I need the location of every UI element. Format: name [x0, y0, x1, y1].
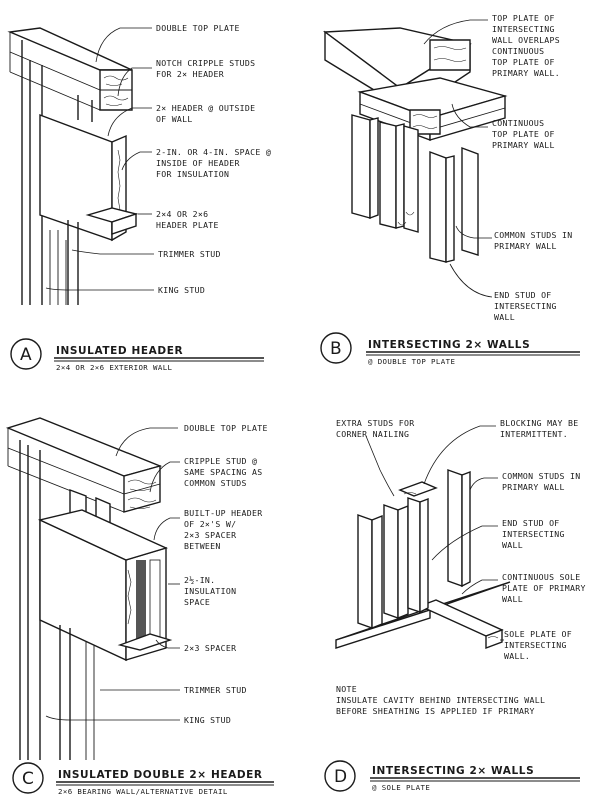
svg-text:INTERSECTING: INTERSECTING — [494, 301, 557, 311]
panel-b-leaders — [423, 19, 493, 298]
svg-text:WALL: WALL — [502, 540, 523, 550]
panel-b-badge — [320, 332, 352, 364]
panel-d-labels: EXTRA STUDS FOR CORNER NAILING BLOCKING … — [336, 418, 586, 661]
panel-d-caption: D INTERSECTING 2× WALLS @ SOLE PLATE — [324, 760, 580, 792]
svg-text:WALL: WALL — [494, 312, 515, 322]
svg-text:SAME SPACING AS: SAME SPACING AS — [184, 467, 262, 477]
svg-text:COMMON STUDS: COMMON STUDS — [184, 478, 247, 488]
svg-text:BETWEEN: BETWEEN — [184, 541, 221, 551]
svg-text:PRIMARY WALL.: PRIMARY WALL. — [492, 68, 560, 78]
label-a-0: DOUBLE TOP PLATE — [156, 23, 240, 33]
label-d-2: COMMON STUDS IN — [502, 471, 580, 481]
panel-b-letter: B — [330, 339, 342, 359]
label-a-5: TRIMMER STUD — [158, 249, 221, 259]
label-d-4: CONTINUOUS SOLE — [502, 572, 580, 582]
panel-d-title: INTERSECTING 2× WALLS — [372, 765, 534, 777]
label-b-3: END STUD OF — [494, 290, 552, 300]
panel-a-caption: A INSULATED HEADER 2×4 OR 2×6 EXTERIOR W… — [10, 338, 264, 372]
label-a-6: KING STUD — [158, 285, 205, 295]
label-a-1: NOTCH CRIPPLE STUDS — [156, 58, 255, 68]
label-c-6: KING STUD — [184, 715, 231, 725]
label-c-3: 2½-IN. — [184, 575, 215, 585]
svg-text:TOP PLATE OF: TOP PLATE OF — [492, 57, 555, 67]
label-b-0: TOP PLATE OF — [492, 13, 555, 23]
svg-text:FOR 2× HEADER: FOR 2× HEADER — [156, 69, 224, 79]
label-d-5: SOLE PLATE OF — [504, 629, 572, 639]
svg-text:HEADER PLATE: HEADER PLATE — [156, 220, 219, 230]
svg-text:CORNER NAILING: CORNER NAILING — [336, 429, 409, 439]
label-c-1: CRIPPLE STUD @ — [184, 456, 257, 466]
panel-b-title: INTERSECTING 2× WALLS — [368, 339, 530, 351]
svg-text:INTERMITTENT.: INTERMITTENT. — [500, 429, 568, 439]
panel-a-badge — [10, 338, 42, 370]
svg-text:OF WALL: OF WALL — [156, 114, 193, 124]
panel-a-drawing — [7, 27, 139, 305]
panel-b-labels: TOP PLATE OF INTERSECTING WALL OVERLAPS … — [492, 13, 572, 322]
panel-c-badge — [12, 762, 44, 794]
label-b-2: COMMON STUDS IN — [494, 230, 572, 240]
svg-text:TOP PLATE OF: TOP PLATE OF — [492, 129, 555, 139]
panel-d-subtitle: @ SOLE PLATE — [372, 783, 430, 792]
note-line-1: INSULATE CAVITY BEHIND INTERSECTING WALL — [336, 695, 545, 705]
svg-text:CONTINUOUS: CONTINUOUS — [492, 46, 544, 56]
svg-text:OF 2×'S W/: OF 2×'S W/ — [184, 519, 236, 529]
label-c-5: TRIMMER STUD — [184, 685, 247, 695]
panel-c-labels: DOUBLE TOP PLATE CRIPPLE STUD @ SAME SPA… — [184, 423, 268, 725]
panel-d-badge — [324, 760, 356, 792]
panel-d-note: NOTE INSULATE CAVITY BEHIND INTERSECTING… — [336, 684, 545, 716]
panel-c-letter: C — [22, 769, 34, 789]
label-c-2: BUILT-UP HEADER — [184, 508, 262, 518]
panel-d-letter: D — [334, 767, 347, 787]
note-line-2: BEFORE SHEATHING IS APPLIED IF PRIMARY — [336, 706, 535, 716]
note-heading: NOTE — [336, 684, 357, 694]
svg-text:INSULATION: INSULATION — [184, 586, 236, 596]
svg-text:WALL.: WALL. — [504, 651, 530, 661]
panel-d-drawing — [335, 469, 511, 650]
svg-text:PRIMARY WALL: PRIMARY WALL — [494, 241, 557, 251]
panel-a-subtitle: 2×4 OR 2×6 EXTERIOR WALL — [56, 363, 173, 372]
svg-text:WALL OVERLAPS: WALL OVERLAPS — [492, 35, 560, 45]
label-d-1: BLOCKING MAY BE — [500, 418, 578, 428]
svg-text:FOR INSULATION: FOR INSULATION — [156, 169, 229, 179]
svg-text:INSIDE OF HEADER: INSIDE OF HEADER — [156, 158, 240, 168]
panel-c-caption: C INSULATED DOUBLE 2× HEADER 2×6 BEARING… — [12, 762, 274, 796]
panel-b-drawing — [323, 27, 508, 263]
label-c-4: 2×3 SPACER — [184, 643, 236, 653]
panel-b-subtitle: @ DOUBLE TOP PLATE — [368, 357, 455, 366]
svg-text:INTERSECTING: INTERSECTING — [504, 640, 567, 650]
panel-a-labels: DOUBLE TOP PLATE NOTCH CRIPPLE STUDS FOR… — [156, 23, 271, 295]
label-a-3: 2-IN. OR 4-IN. SPACE @ — [156, 147, 271, 157]
svg-text:SPACE: SPACE — [184, 597, 210, 607]
panel-d-leaders — [365, 425, 504, 641]
svg-text:PRIMARY WALL: PRIMARY WALL — [492, 140, 555, 150]
svg-text:INTERSECTING: INTERSECTING — [502, 529, 565, 539]
label-a-2: 2× HEADER @ OUTSIDE — [156, 103, 255, 113]
panel-c-leaders — [45, 427, 180, 721]
panel-c-drawing — [5, 417, 173, 760]
label-c-0: DOUBLE TOP PLATE — [184, 423, 268, 433]
svg-text:2×3 SPACER: 2×3 SPACER — [184, 530, 236, 540]
panel-c-subtitle: 2×6 BEARING WALL/ALTERNATIVE DETAIL — [58, 787, 228, 796]
svg-text:INTERSECTING: INTERSECTING — [492, 24, 555, 34]
panel-a-letter: A — [20, 345, 32, 365]
label-a-4: 2×4 OR 2×6 — [156, 209, 208, 219]
svg-text:PLATE OF PRIMARY: PLATE OF PRIMARY — [502, 583, 586, 593]
svg-text:PRIMARY WALL: PRIMARY WALL — [502, 482, 565, 492]
panel-a-leaders — [45, 27, 154, 291]
svg-text:WALL: WALL — [502, 594, 523, 604]
panel-b-caption: B INTERSECTING 2× WALLS @ DOUBLE TOP PLA… — [320, 332, 580, 366]
panel-c-title: INSULATED DOUBLE 2× HEADER — [58, 769, 263, 781]
panel-a-title: INSULATED HEADER — [56, 345, 183, 357]
label-b-1: CONTINUOUS — [492, 118, 544, 128]
label-d-0: EXTRA STUDS FOR — [336, 418, 414, 428]
label-d-3: END STUD OF — [502, 518, 560, 528]
